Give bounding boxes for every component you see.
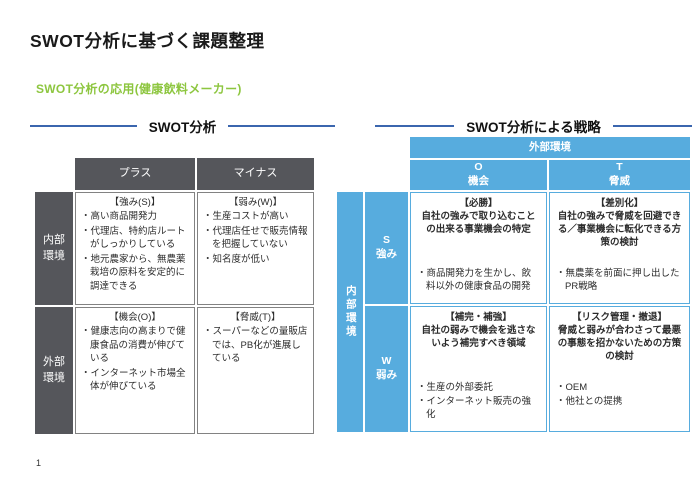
heading-rule-icon [612, 125, 692, 127]
row-header-strength: S 強み [365, 192, 408, 304]
column-header-plus: プラス [75, 158, 195, 190]
column-label: 脅威 [609, 175, 630, 187]
cell-weaknesses: 【弱み(W)】 ・生産コストが高い・代理店任せで販売情報を把握していない・知名度… [197, 192, 314, 305]
strategy-desc: 脅威と弱みが合わさって最悪の事態を招かないための方策の検討 [557, 325, 682, 363]
bullet-list: ・生産コストが高い・代理店任せで販売情報を把握していない・知名度が低い [203, 210, 308, 266]
bullet-list: ・無農薬を前面に押し出したPR戦略 [556, 267, 683, 293]
bullet-list: ・商品開発力を生かし、飲料以外の健康食品の開発 [417, 267, 540, 293]
cell-st-strategy: 【差別化】 自社の強みで脅威を回避できる／事業機会に転化できる方策の検討 ・無農… [549, 192, 690, 304]
strategy-title: 【リスク管理・撤退】 [571, 312, 667, 323]
bullet-item: ・商品開発力を生かし、飲料以外の健康食品の開発 [417, 268, 532, 293]
bullet-item: ・生産の外部委託 [417, 382, 494, 393]
heading-rule-icon [375, 125, 455, 127]
bullet-item: ・知名度が低い [203, 253, 270, 265]
cell-wt-strategy: 【リスク管理・撤退】 脅威と弱みが合わさって最悪の事態を招かないための方策の検討… [549, 306, 690, 432]
row-letter: S [382, 234, 390, 247]
column-header-opportunity: O 機会 [410, 160, 547, 190]
strategy-heading: 【必勝】 自社の強みで取り込むことの出来る事業機会の特定 [417, 197, 540, 257]
row-letter: W [381, 355, 392, 368]
bullet-item: ・OEM [556, 382, 588, 393]
bullet-item: ・インターネット市場全体が伸びている [81, 367, 186, 393]
bullet-list: ・高い商品開発力・代理店、特約店ルートがしっかりしている・地元農家から、無農薬栽… [81, 210, 189, 293]
strategy-title: 【補完・補強】 [445, 312, 512, 323]
row-header-label: 内部環境 [42, 233, 65, 262]
bullet-item: ・代理店、特約店ルートがしっかりしている [81, 225, 186, 251]
cell-wo-strategy: 【補完・補強】 自社の弱みで機会を逃さないよう補完すべき領域 ・生産の外部委託・… [410, 306, 547, 432]
left-section-title: SWOT分析 [148, 120, 217, 135]
row-header-weakness: W 弱み [365, 306, 408, 432]
row-header-internal-env: 内部環境 [35, 192, 73, 305]
heading-rule-icon [30, 125, 137, 127]
strategy-desc: 自社の強みで取り込むことの出来る事業機会の特定 [421, 211, 536, 236]
left-section-heading: SWOT分析 [30, 116, 335, 136]
internal-env-side-header: 内部環境 [337, 192, 363, 432]
row-label: 強み [376, 248, 397, 260]
bullet-item: ・生産コストが高い [203, 211, 289, 223]
right-section-title: SWOT分析による戦略 [466, 120, 601, 135]
page-number: 1 [36, 458, 42, 468]
cell-threats: 【脅威(T)】 ・スーパーなどの量販店では、PB化が進展している [197, 307, 314, 434]
column-header-threat: T 脅威 [549, 160, 690, 190]
bullet-item: ・他社との提携 [556, 396, 623, 408]
cell-strengths: 【強み(S)】 ・高い商品開発力・代理店、特約店ルートがしっかりしている・地元農… [75, 192, 195, 305]
bullet-item: ・高い商品開発力 [81, 211, 158, 223]
bullet-list: ・OEM ・他社との提携 [556, 381, 683, 408]
strategy-desc: 自社の弱みで機会を逃さないよう補完すべき領域 [421, 325, 536, 350]
cell-opportunities: 【機会(O)】 ・健康志向の高まりで健康食品の消費が伸びている・インターネット市… [75, 307, 195, 434]
bullet-item: ・無農薬を前面に押し出したPR戦略 [556, 268, 680, 293]
strategy-heading: 【差別化】 自社の強みで脅威を回避できる／事業機会に転化できる方策の検討 [556, 197, 683, 257]
bullet-item: ・地元農家から、無農薬栽培の原料を安定的に調達できる [81, 253, 186, 292]
cell-title: 【強み(S)】 [109, 197, 161, 208]
bullet-list: ・生産の外部委託・インターネット販売の強化 [417, 381, 540, 421]
cell-so-strategy: 【必勝】 自社の強みで取り込むことの出来る事業機会の特定 ・商品開発力を生かし、… [410, 192, 547, 304]
bullet-item: ・健康志向の高まりで健康食品の消費が伸びている [81, 326, 186, 365]
cell-title: 【機会(O)】 [109, 312, 161, 323]
external-env-header: 外部環境 [410, 137, 690, 158]
column-letter: T [616, 161, 623, 174]
side-header-label: 内部環境 [344, 285, 357, 339]
swot-analysis-table: プラス マイナス 内部環境 外部環境 【強み(S)】 ・高い商品開発力・代理店、… [35, 158, 314, 434]
strategy-title: 【必勝】 [459, 198, 498, 209]
cell-title: 【弱み(W)】 [228, 197, 283, 208]
column-header-minus: マイナス [197, 158, 314, 190]
strategy-heading: 【リスク管理・撤退】 脅威と弱みが合わさって最悪の事態を招かないための方策の検討 [556, 311, 683, 371]
heading-rule-icon [228, 125, 335, 127]
column-label: 機会 [468, 175, 489, 187]
swot-strategy-table: 外部環境 O 機会 T 脅威 内部環境 S 強み W 弱み 【必勝】 自社の強み… [337, 137, 690, 432]
column-letter: O [474, 161, 483, 174]
page-subtitle: SWOT分析の応用(健康飲料メーカー) [36, 82, 242, 96]
bullet-list: ・健康志向の高まりで健康食品の消費が伸びている・インターネット市場全体が伸びてい… [81, 325, 189, 393]
strategy-heading: 【補完・補強】 自社の弱みで機会を逃さないよう補完すべき領域 [417, 311, 540, 371]
row-label: 弱み [376, 369, 397, 381]
row-header-external-env: 外部環境 [35, 307, 73, 434]
strategy-desc: 自社の強みで脅威を回避できる／事業機会に転化できる方策の検討 [557, 211, 682, 249]
strategy-title: 【差別化】 [595, 198, 644, 209]
right-section-heading: SWOT分析による戦略 [375, 116, 692, 136]
row-header-label: 外部環境 [42, 355, 65, 384]
bullet-list: ・スーパーなどの量販店では、PB化が進展している [203, 325, 308, 365]
bullet-item: ・スーパーなどの量販店では、PB化が進展している [203, 326, 308, 365]
bullet-item: ・代理店任せで販売情報を把握していない [203, 225, 308, 251]
page-title: SWOT分析に基づく課題整理 [30, 31, 265, 51]
cell-title: 【脅威(T)】 [230, 312, 281, 323]
bullet-item: ・インターネット販売の強化 [417, 396, 532, 421]
